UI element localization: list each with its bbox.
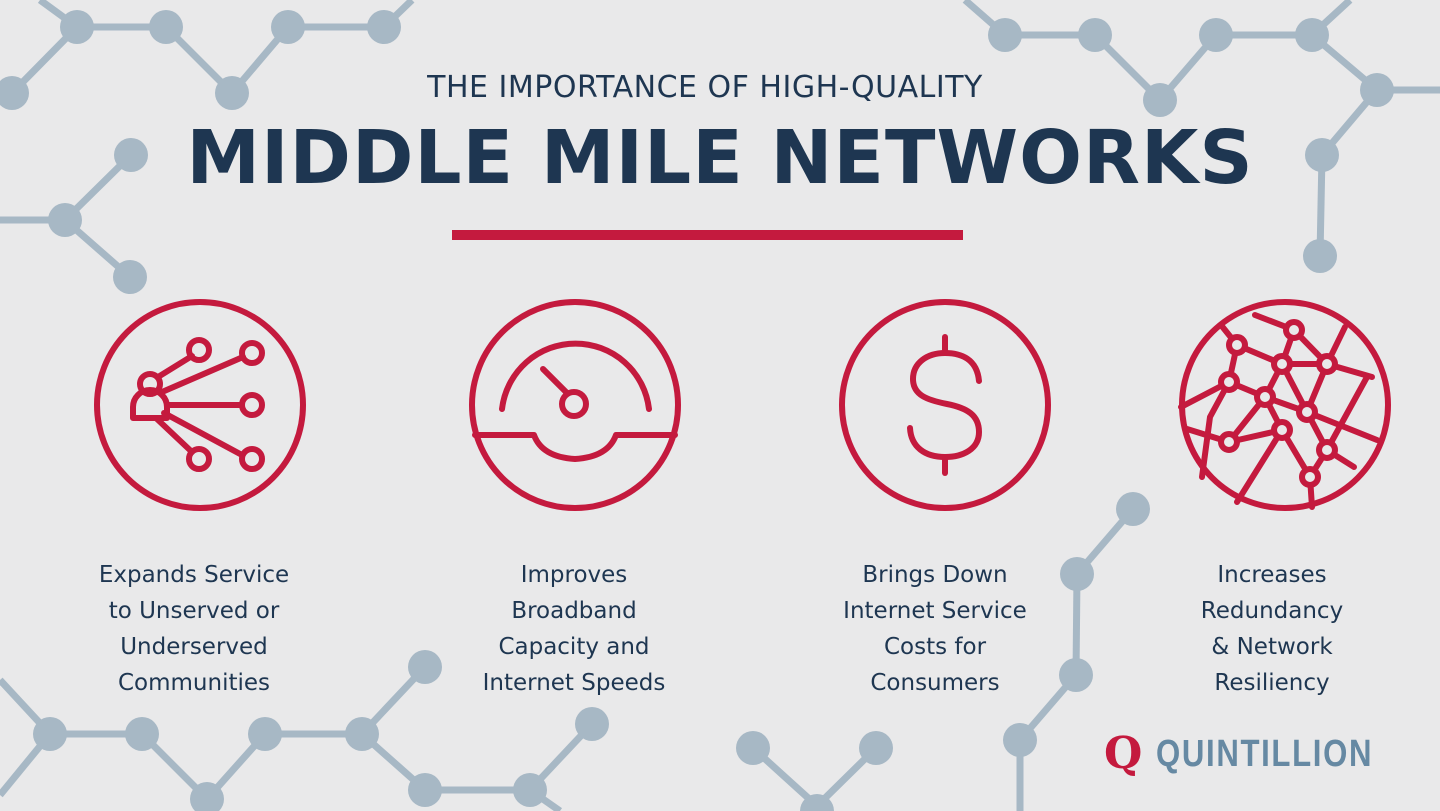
caption-line: Resiliency — [1214, 670, 1330, 696]
caption-line: Communities — [117, 670, 271, 696]
logo-q-mark-icon: Q — [1104, 728, 1143, 779]
caption-line: Capacity and — [498, 634, 650, 660]
caption-line: Underserved — [120, 634, 268, 660]
title-underline-divider — [452, 230, 963, 240]
caption-line: Broadband — [511, 598, 637, 624]
page-subtitle: THE IMPORTANCE OF HIGH-QUALITY — [427, 70, 983, 105]
caption-line: Costs for — [883, 634, 987, 660]
globe-network-icon — [1177, 297, 1393, 513]
caption-line: Increases — [1217, 562, 1327, 588]
caption-line: Expands Service — [98, 562, 290, 588]
person-network-icon — [92, 297, 308, 513]
caption-line: Improves — [520, 562, 628, 588]
caption-line: Internet Speeds — [482, 670, 666, 696]
caption-line: & Network — [1211, 634, 1333, 660]
benefit-caption-increases-redundancy: Increases Redundancy & Network Resilienc… — [1122, 557, 1422, 701]
caption-line: to Unserved or — [108, 598, 280, 624]
quintillion-logo: Q QUINTILLION — [1104, 728, 1421, 780]
caption-line: Redundancy — [1200, 598, 1344, 624]
benefit-caption-improves-broadband: Improves Broadband Capacity and Internet… — [424, 557, 724, 701]
speedometer-icon — [467, 297, 683, 513]
benefit-caption-brings-down-costs: Brings Down Internet Service Costs for C… — [785, 557, 1085, 701]
caption-line: Consumers — [870, 670, 1000, 696]
logo-wordmark: QUINTILLION — [1156, 732, 1374, 775]
dollar-sign-icon — [837, 297, 1053, 513]
benefit-caption-expands-service: Expands Service to Unserved or Underserv… — [44, 557, 344, 701]
caption-line: Brings Down — [862, 562, 1008, 588]
caption-line: Internet Service — [843, 598, 1027, 624]
page-title: MIDDLE MILE NETWORKS — [186, 115, 1254, 201]
